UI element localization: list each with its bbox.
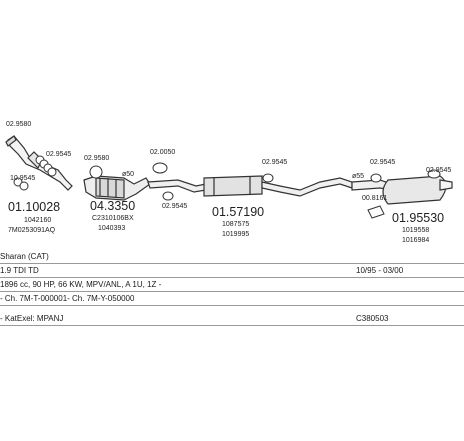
front-gasket-drawing: [13, 155, 57, 191]
spec-code: C380503: [356, 314, 389, 323]
label-rear-ref2: 1016984: [402, 237, 429, 244]
rear-hanger-drawing: [367, 169, 441, 219]
label-middle-silencer: 01.57190: [212, 205, 264, 219]
label-clamp-middle: 02.0050: [150, 149, 175, 156]
label-hanger: 00.8161: [362, 195, 387, 202]
cat-clamp-drawing: [89, 165, 103, 179]
spec-model: Sharan (CAT): [0, 252, 49, 261]
label-catalytic-converter: 04.3350: [90, 199, 135, 213]
spec-details: 1896 cc, 90 HP, 66 KW, MPV/ANL, A 1U, 1Z…: [0, 280, 162, 289]
label-clamp-top: 02.9580: [6, 121, 31, 128]
label-cat-ref1: C2310106BX: [92, 215, 134, 222]
label-front-pipe-ref2: 7M0253091AQ: [8, 227, 56, 234]
label-pipe-diameter: ø55: [352, 173, 364, 180]
label-clamp-cat: 02.9580: [84, 155, 109, 162]
spec-row-katexel: - KatExel: MPANJ C380503: [0, 312, 464, 326]
spec-row-chassis: - Ch. 7M-T-000001- Ch. 7M-Y-050000: [0, 292, 464, 306]
label-rear-silencer: 01.95530: [392, 211, 444, 225]
exhaust-parts-diagram: 02.9580 02.9545 10.9545 01.10028 1042160…: [5, 121, 453, 244]
catalytic-converter-drawing: [83, 175, 151, 201]
label-rear-ref1: 1019558: [402, 227, 429, 234]
label-cat-diameter: ø50: [122, 171, 134, 178]
spec-row-details: 1896 cc, 90 HP, 66 KW, MPV/ANL, A 1U, 1Z…: [0, 278, 464, 292]
spec-chassis: - Ch. 7M-T-000001- Ch. 7M-Y-050000: [0, 294, 135, 303]
label-gasket-middle: 02.9545: [162, 203, 187, 210]
label-cat-ref2: 1040393: [98, 225, 125, 232]
label-clamp-middle-2: 02.9545: [262, 159, 287, 166]
label-clamp-end: 02.9545: [426, 167, 451, 174]
label-middle-ref1: 1087575: [222, 221, 249, 228]
label-clamp-rear: 02.9545: [370, 159, 395, 166]
spec-row-engine: 1.9 TDI TD 10/95 - 03/00: [0, 264, 464, 278]
middle-pipe-drawing: [147, 175, 353, 197]
label-gasket-b: 10.9545: [10, 175, 35, 182]
label-front-pipe: 01.10028: [8, 200, 60, 214]
spec-katexel: - KatExel: MPANJ: [0, 314, 64, 323]
spec-engine: 1.9 TDI TD: [0, 266, 39, 275]
label-gasket-a: 02.9545: [46, 151, 71, 158]
label-front-pipe-ref1: 1042160: [24, 217, 51, 224]
label-middle-ref2: 1019995: [222, 231, 249, 238]
rear-silencer-drawing: [351, 175, 453, 205]
middle-clamp-drawing: [152, 162, 274, 201]
spec-years: 10/95 - 03/00: [356, 266, 404, 275]
spec-row-model: Sharan (CAT): [0, 250, 464, 264]
